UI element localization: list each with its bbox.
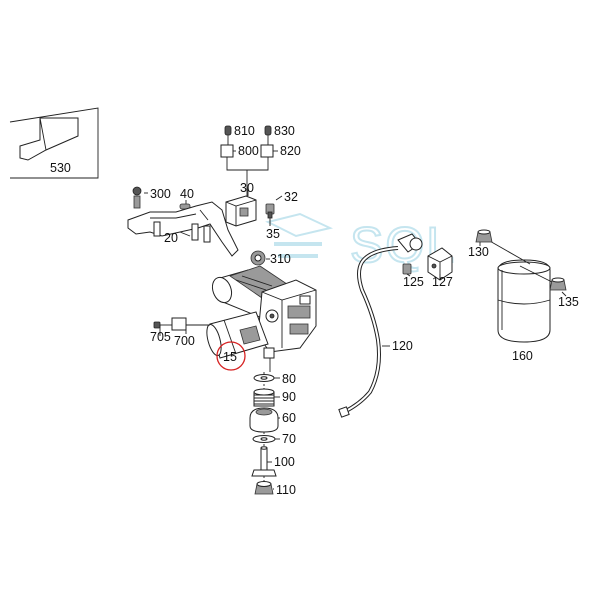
label-830: 830 — [274, 124, 295, 138]
nut-part-310: 310 — [250, 250, 291, 266]
label-32: 32 — [284, 190, 298, 204]
label-80: 80 — [282, 372, 296, 386]
label-110: 110 — [276, 483, 296, 497]
connector-group-800: 810 830 800 820 — [220, 124, 301, 196]
label-127: 127 — [432, 275, 453, 289]
label-300: 300 — [150, 187, 171, 201]
label-135: 135 — [558, 295, 579, 309]
label-705: 705 — [150, 330, 171, 344]
label-120: 120 — [392, 339, 413, 353]
connector-group-700: 705 700 — [150, 317, 210, 348]
label-130: 130 — [468, 245, 489, 259]
fitting-part-125: 125 — [402, 263, 424, 289]
air-reservoir-160: 160 — [487, 239, 553, 363]
label-70: 70 — [282, 432, 296, 446]
label-35: 35 — [266, 227, 280, 241]
label-800: 800 — [238, 144, 259, 158]
air-compressor-15 — [206, 265, 317, 372]
label-530: 530 — [50, 161, 71, 175]
valve-part-127: 127 — [427, 247, 453, 289]
label-820: 820 — [280, 144, 301, 158]
nut-part-135: 135 — [549, 277, 579, 309]
mount-stack: 80 90 60 70 100 110 — [249, 372, 296, 497]
label-100: 100 — [274, 455, 295, 469]
highlight-callout-15: 15 — [216, 341, 246, 371]
bolt-part-130: 130 — [468, 229, 493, 259]
label-160: 160 — [512, 349, 533, 363]
bracket-assembly-20: 300 40 20 30 — [127, 181, 257, 257]
label-810: 810 — [234, 124, 255, 138]
label-90: 90 — [282, 390, 296, 404]
label-30: 30 — [240, 181, 254, 195]
label-15: 15 — [223, 350, 237, 364]
label-700: 700 — [174, 334, 195, 348]
label-20: 20 — [164, 231, 178, 245]
label-60: 60 — [282, 411, 296, 425]
air-line-120: 120 — [338, 233, 423, 418]
label-310: 310 — [270, 252, 291, 266]
label-40: 40 — [180, 187, 194, 201]
inset-part-530: 530 — [9, 107, 99, 179]
sensor-part-32: 32 35 — [265, 190, 298, 241]
label-125: 125 — [403, 275, 424, 289]
